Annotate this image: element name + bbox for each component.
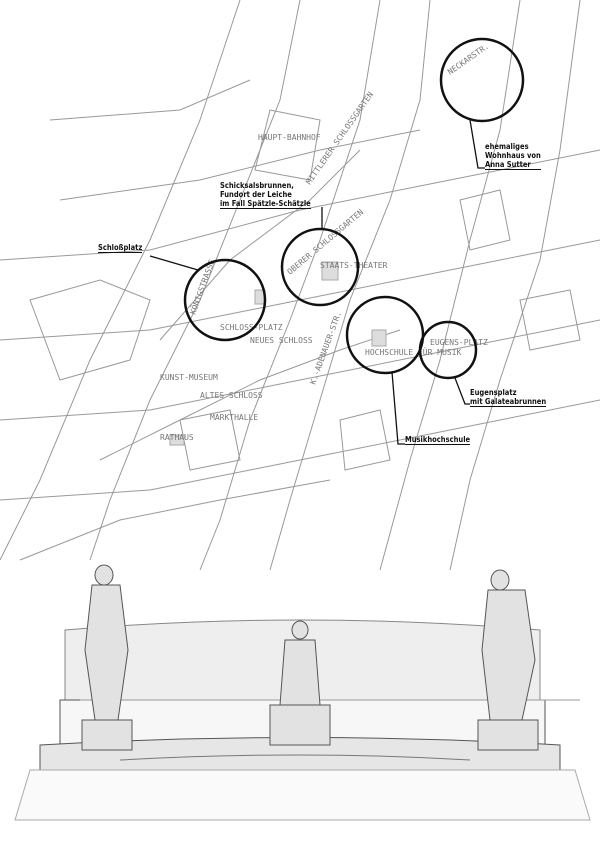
annotation-musikhochschule: Musikhochschule	[405, 435, 471, 445]
label-hochschule-musik: HOCHSCHULE FÜR MUSIK	[365, 347, 462, 357]
statue-center	[269, 620, 331, 746]
annotation-line: Schloßplatz	[98, 243, 143, 253]
label-markthalle: MARKTHALLE	[210, 413, 258, 422]
fountain-illustration	[14, 564, 591, 821]
annotation-line: Musikhochschule	[405, 435, 471, 445]
annotation-line: ehemaliges	[485, 142, 529, 151]
label-kunstmuseum: KUNST-MUSEUM	[160, 373, 218, 382]
annotation-line: Wohnhaus von	[485, 151, 541, 160]
callout-lines	[149, 119, 485, 445]
label-schlossplatz: SCHLOSS-PLATZ	[220, 323, 283, 332]
circle-schicksalsbrunnen	[280, 227, 360, 307]
street-network	[0, 0, 600, 571]
statue-left	[81, 564, 133, 751]
label-eugensplatz: EUGENS-PLATZ	[430, 338, 488, 347]
annotation-line: Eugensplatz	[470, 388, 517, 397]
annotation-eugensplatz: Eugensplatz mit Galateabrunnen	[470, 388, 547, 407]
circle-schlossplatz	[183, 258, 267, 342]
label-hauptbahnhof: HAUPT-BAHNHOF	[258, 133, 321, 142]
circle-eugensplatz	[418, 320, 478, 380]
annotation-line: Anna Sutter	[485, 160, 541, 170]
label-staatstheater: STAATS-THEATER	[320, 261, 388, 270]
label-neckarstr: NECKARSTR.	[446, 42, 491, 77]
label-neues-schloss: NEUES SCHLOSS	[250, 336, 313, 345]
building-shading	[169, 261, 387, 446]
label-rathaus: RATHAUS	[160, 433, 194, 442]
annotation-line: im Fall Spätzle-Schätzle	[220, 199, 311, 209]
annotation-line: Schicksalsbrunnen,	[220, 181, 294, 190]
annotation-sutter-house: ehemaliges Wohnhaus von Anna Sutter	[485, 142, 541, 170]
annotation-line: Fundort der Leiche	[220, 190, 292, 199]
annotation-schlossplatz: Schloßplatz	[98, 243, 143, 253]
annotation-schicksalsbrunnen: Schicksalsbrunnen, Fundort der Leiche im…	[220, 181, 311, 209]
circle-sutter-house	[439, 37, 525, 123]
highlight-circles	[183, 37, 525, 380]
annotation-line: mit Galateabrunnen	[470, 397, 547, 407]
label-altes-schloss: ALTES SCHLOSS	[200, 391, 263, 400]
statue-right	[477, 569, 539, 751]
